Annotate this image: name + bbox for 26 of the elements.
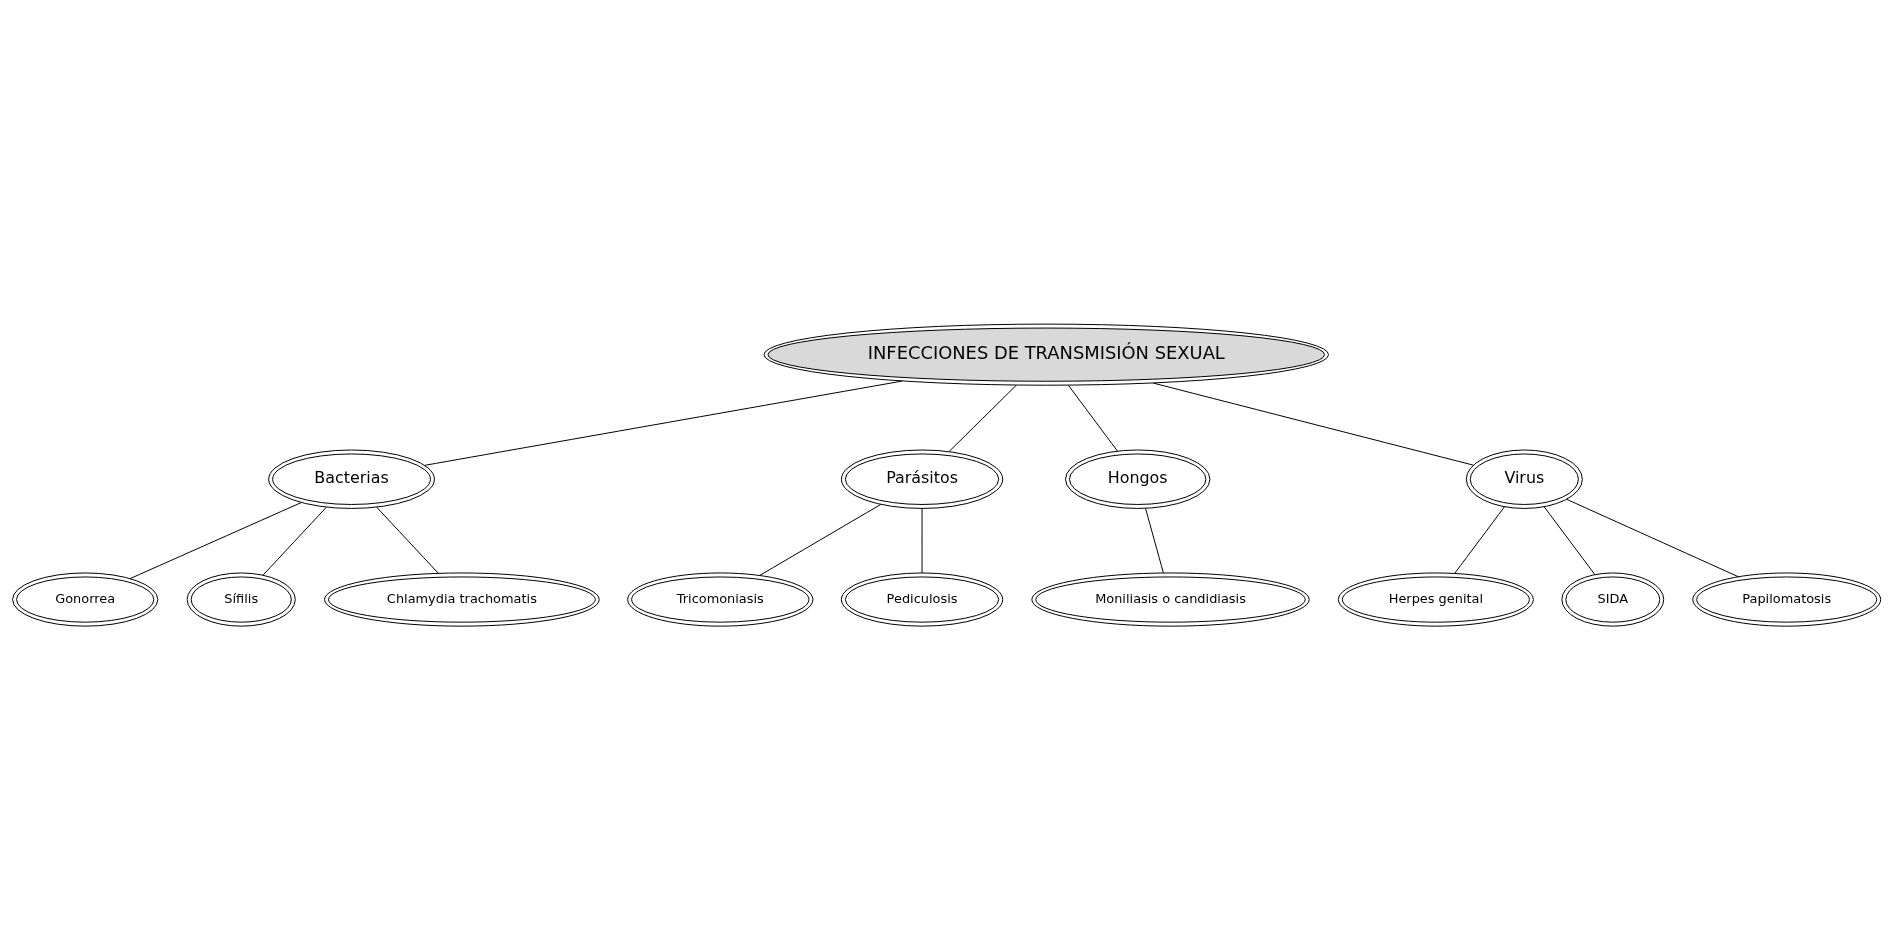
connector — [376, 506, 439, 574]
node-ellipse: Virus — [1465, 449, 1583, 509]
node-ellipse: Sífilis — [186, 572, 296, 627]
connector — [759, 503, 882, 577]
connector — [921, 508, 923, 574]
connector — [948, 384, 1017, 452]
node-ellipse: SIDA — [1561, 572, 1665, 627]
node-ellipse: Gonorrea — [12, 572, 159, 627]
node-ellipse: Bacterias — [268, 449, 435, 509]
connector — [1152, 382, 1474, 466]
connector — [1566, 498, 1740, 578]
connector — [1067, 384, 1118, 452]
node-ellipse: Moniliasis o candidiasis — [1031, 572, 1310, 627]
connector — [1454, 506, 1505, 574]
connector — [1543, 506, 1596, 575]
node-ellipse: Parásitos — [840, 449, 1004, 509]
connector — [129, 502, 302, 580]
node-ellipse: Herpes genital — [1337, 572, 1534, 627]
node-ellipse: Chlamydia trachomatis — [324, 572, 600, 627]
node-ellipse: Pediculosis — [840, 572, 1004, 627]
connector — [262, 506, 327, 576]
node-ellipse: INFECCIONES DE TRANSMISIÓN SEXUAL — [763, 323, 1330, 386]
node-ellipse: Papilomatosis — [1692, 572, 1882, 627]
connector — [1145, 508, 1164, 574]
node-ellipse: Tricomoniasis — [627, 572, 814, 627]
connector — [424, 380, 903, 466]
